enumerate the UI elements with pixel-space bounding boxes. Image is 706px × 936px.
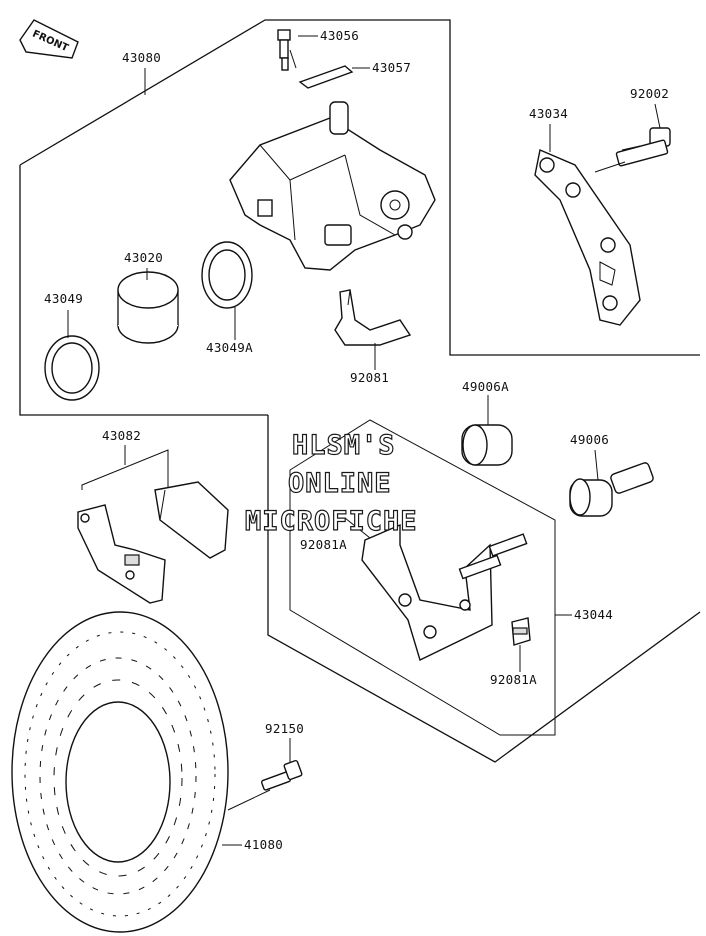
spring-clip: [511, 617, 531, 646]
label-disc: 41080: [244, 837, 283, 852]
watermark-line-3: MICROFICHE: [245, 506, 418, 537]
label-caliper-assy: 43080: [122, 50, 161, 65]
bleed-cap: [298, 65, 354, 89]
label-holder: 43044: [574, 607, 613, 622]
boot-pin: [569, 462, 654, 517]
watermark-line-2: ONLINE: [288, 468, 392, 499]
label-disc-bolt: 92150: [265, 721, 304, 736]
caliper-bracket: [534, 149, 641, 326]
holder-outline: [267, 415, 701, 763]
boot: [461, 424, 513, 466]
label-caliper-bracket: 43034: [529, 106, 568, 121]
watermark-line-1: HLSM'S: [292, 430, 396, 461]
caliper-assy-outline: [19, 19, 700, 416]
label-bleed-valve: 43056: [320, 28, 359, 43]
piston: [117, 271, 179, 344]
label-bracket-bolt: 92002: [630, 86, 669, 101]
label-spring-clip: 92081A: [490, 672, 537, 687]
brake-pad-front: [77, 504, 166, 604]
label-piston: 43020: [124, 250, 163, 265]
piston-seal: [44, 335, 100, 401]
bleed-valve: [277, 29, 297, 71]
spring-pad: [334, 289, 412, 346]
label-pad-set: 43082: [102, 428, 141, 443]
label-spring-clip-2: 92081A: [300, 537, 347, 552]
label-boot-pin: 49006: [570, 432, 609, 447]
label-spring-pad: 92081: [350, 370, 389, 385]
holder-inner-box: [289, 419, 556, 736]
label-bleed-cap: 43057: [372, 60, 411, 75]
brake-disc: [11, 611, 229, 933]
dust-seal: [201, 241, 253, 309]
watermark: HLSM'S ONLINE MICROFICHE: [244, 429, 418, 537]
front-arrow-icon: FRONT: [19, 19, 79, 59]
caliper-body: [229, 101, 436, 271]
brake-pad-rear: [154, 481, 229, 559]
label-dust-seal: 43049A: [206, 340, 253, 355]
disc-bolt: [260, 759, 303, 791]
label-boot: 49006A: [462, 379, 509, 394]
bracket-bolt: [615, 127, 671, 167]
holder: [361, 523, 528, 661]
label-piston-seal: 43049: [44, 291, 83, 306]
